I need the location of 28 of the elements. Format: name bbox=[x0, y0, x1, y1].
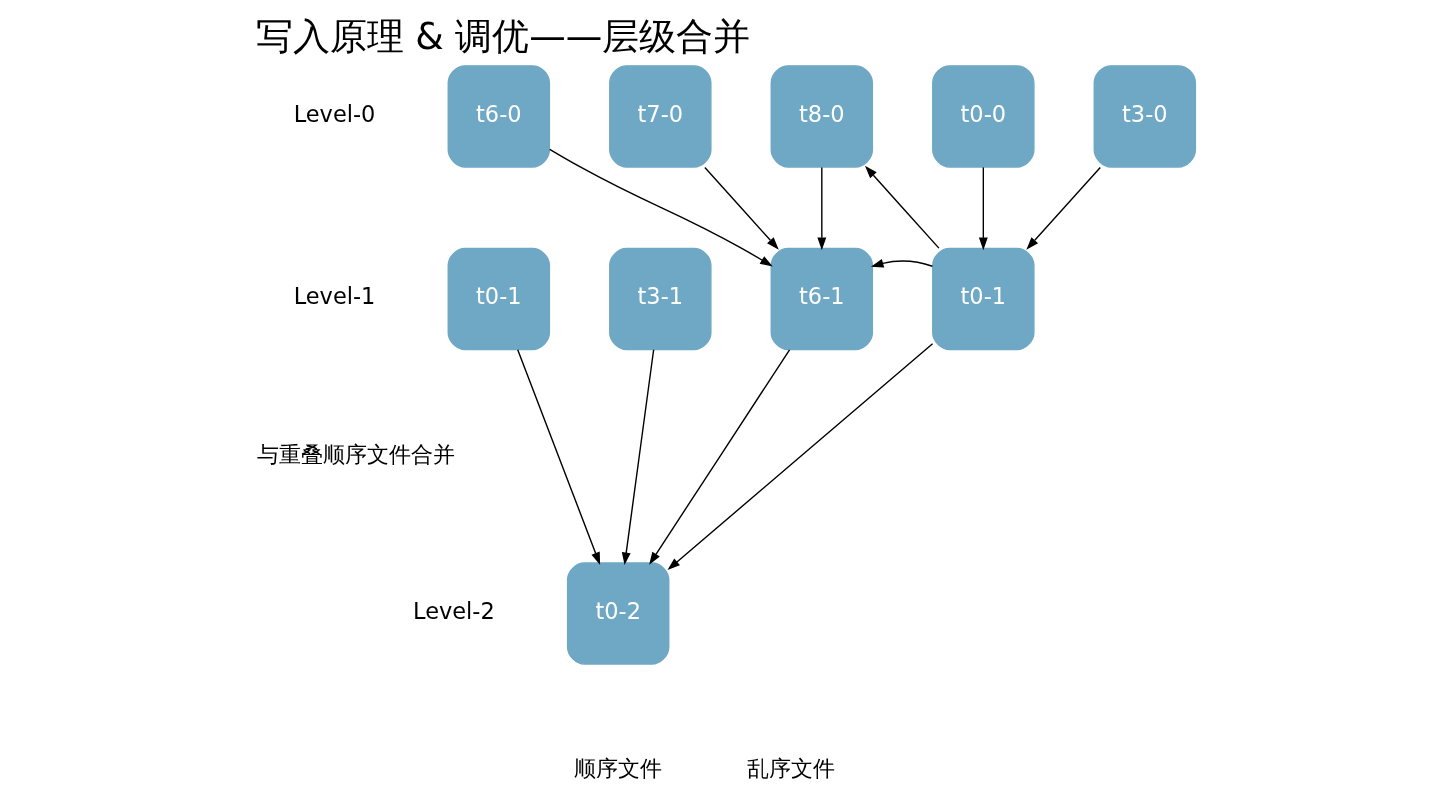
label: 顺序文件 bbox=[574, 755, 663, 782]
node-box: t0-1 bbox=[932, 247, 1035, 351]
node-box: t7-0 bbox=[609, 65, 712, 168]
arrow bbox=[978, 166, 988, 251]
label: Level-1 bbox=[293, 283, 376, 310]
arrow bbox=[1026, 166, 1101, 250]
arrow bbox=[870, 259, 934, 268]
diagram-title: 写入原理 & 调优——层级合并 bbox=[255, 14, 751, 58]
label: 乱序文件 bbox=[746, 755, 835, 782]
arrow bbox=[864, 165, 940, 249]
node-box: t6-0 bbox=[447, 65, 551, 168]
label: Level-0 bbox=[293, 100, 376, 127]
node-box: t8-0 bbox=[770, 65, 874, 168]
arrow bbox=[817, 166, 827, 251]
node-box: t0-0 bbox=[932, 65, 1035, 168]
arrow bbox=[549, 148, 773, 267]
arrow bbox=[667, 343, 934, 571]
node-box: t0-1 bbox=[447, 247, 551, 351]
node-box: t3-1 bbox=[609, 247, 712, 351]
label: Level-2 bbox=[413, 597, 495, 624]
node-box: t6-1 bbox=[770, 247, 874, 351]
node-box: t3-0 bbox=[1093, 65, 1197, 168]
arrow bbox=[621, 349, 655, 566]
arrow bbox=[704, 166, 779, 250]
node-box: t0-2 bbox=[566, 562, 670, 665]
arrow bbox=[517, 349, 601, 565]
arrow bbox=[649, 349, 791, 565]
label: 与重叠顺序文件合并 bbox=[256, 440, 455, 467]
